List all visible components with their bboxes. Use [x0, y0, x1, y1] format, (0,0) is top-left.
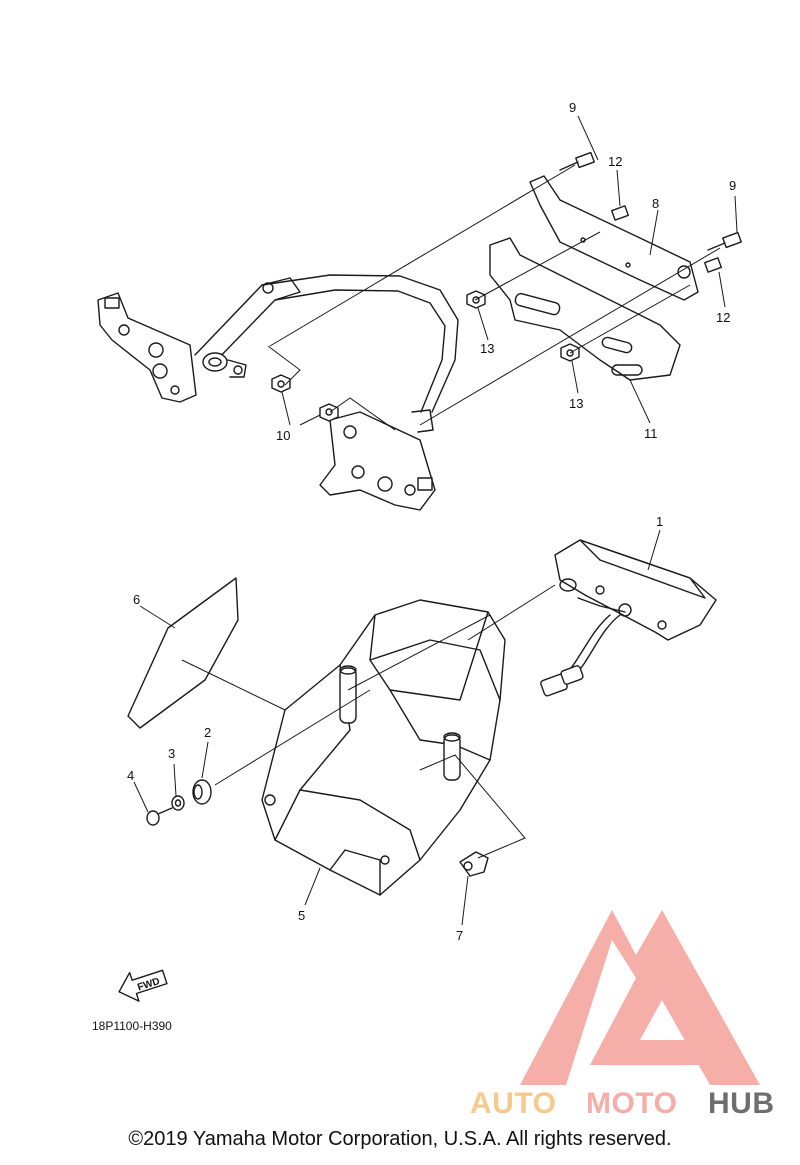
- callout-4: 4: [127, 768, 134, 783]
- callout-13b: 13: [569, 396, 583, 411]
- bolt-9a: [559, 151, 595, 171]
- callout-12a: 12: [608, 154, 622, 169]
- clamp-7: [459, 851, 489, 877]
- callout-6: 6: [133, 592, 140, 607]
- logo-text-part1: AUTO: [470, 1087, 556, 1120]
- copyright-notice: ©2019 Yamaha Motor Corporation, U.S.A. A…: [128, 1128, 672, 1150]
- bolt-12b: [704, 257, 722, 273]
- nut-10a: [271, 374, 291, 393]
- grab-bar-frame: [97, 274, 459, 511]
- callout-1: 1: [656, 514, 663, 529]
- screw-4: [146, 807, 173, 826]
- bolt-12a: [611, 205, 629, 221]
- rear-fender-5: [261, 599, 506, 896]
- callout-9b: 9: [729, 178, 736, 193]
- callout-12b: 12: [716, 310, 730, 325]
- nut-10b: [319, 403, 339, 422]
- callout-8: 8: [652, 196, 659, 211]
- callout-3: 3: [168, 746, 175, 761]
- bracket-11: [489, 237, 681, 381]
- callout-2: 2: [204, 725, 211, 740]
- flap-plate-6: [127, 577, 239, 729]
- bolt-9b: [707, 231, 742, 251]
- callout-9a: 9: [569, 100, 576, 115]
- tail-light-1: [540, 539, 717, 697]
- logo-text-part2: MOTO: [586, 1087, 677, 1120]
- collar-3: [171, 795, 185, 811]
- callout-7: 7: [456, 928, 463, 943]
- diagram-code: 18P1100-H390: [92, 1019, 172, 1033]
- bracket-8: [529, 175, 699, 301]
- grommet-2: [192, 779, 212, 805]
- callout-5: 5: [298, 908, 305, 923]
- upper-leader-lines: [267, 115, 738, 431]
- callout-labels: 1 2 3 4 5 6 7 8 9 9 10 11 12 12 13 13: [127, 100, 736, 943]
- callout-10: 10: [276, 428, 290, 443]
- logo-text-part3: HUB: [708, 1087, 775, 1120]
- lower-leader-lines: [133, 529, 661, 926]
- automotohub-logo: AUTO MOTO HUB: [470, 910, 775, 1120]
- callout-11: 11: [644, 426, 658, 441]
- callout-13a: 13: [480, 341, 494, 356]
- forward-arrow-icon: FWD: [118, 969, 168, 1002]
